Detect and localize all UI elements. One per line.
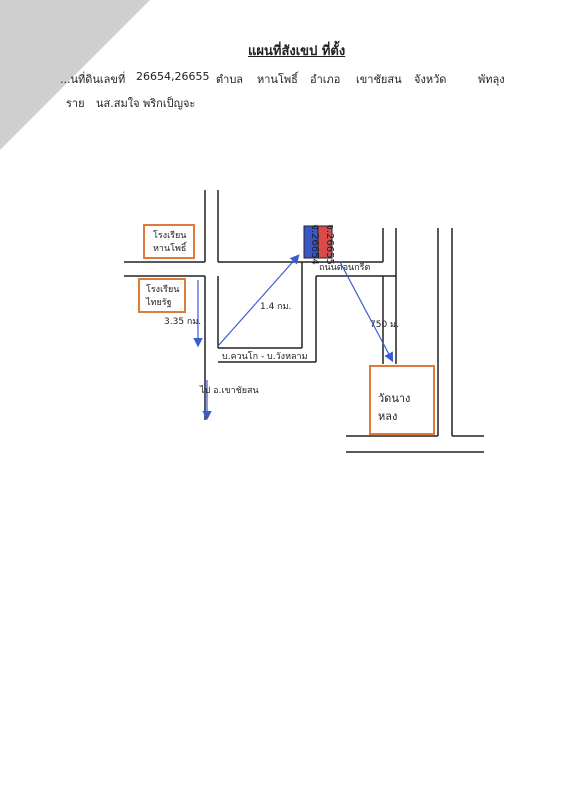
school-thairat-line-1: โรงเรียน	[146, 284, 179, 295]
district-label: อำเภอ	[310, 73, 341, 86]
page-title: แผนที่สังเขป ที่ตั้ง	[248, 44, 346, 59]
temple-line-2: หลง	[378, 410, 397, 423]
province-label: จังหวัด	[414, 73, 447, 86]
parcel-numbers: 26654,26655	[136, 70, 210, 83]
owner-label: ราย	[66, 97, 85, 110]
school-thairat-line-2: ไทยรัฐ	[145, 297, 172, 308]
temple-box	[369, 365, 435, 435]
main-road-label: ถนนดอนกรีต	[319, 262, 370, 273]
parcel-26654-label: จ.26654	[309, 224, 320, 265]
school-hanpho-box	[143, 224, 195, 259]
distance-to-temple: 750 ม.	[370, 320, 399, 330]
school-thairat-box	[138, 278, 186, 313]
parcel-label: ...นที่ดินเลขที่	[60, 73, 126, 86]
school-hanpho-line-1: โรงเรียน	[153, 230, 186, 241]
temple-line-1: วัดนาง	[378, 392, 410, 405]
subdistrict-label: ตำบล	[216, 73, 244, 86]
to-district-label: ไป อ.เขาชัยสน	[199, 385, 259, 396]
arrow-to-temple	[339, 261, 394, 363]
district-value: เขาชัยสน	[356, 73, 402, 86]
subdistrict-value: หานโพธิ์	[257, 73, 298, 86]
distance-vertical: 3.35 กม.	[164, 317, 201, 327]
distance-to-parcel: 1.4 กม.	[260, 302, 291, 312]
folded-corner	[0, 0, 150, 150]
province-value: พัทลุง	[478, 73, 505, 86]
road-lines	[124, 190, 484, 453]
school-hanpho-line-2: หานโพธิ์	[153, 241, 188, 254]
parcel-26655	[317, 225, 333, 259]
parcel-26655-label: จ.26655	[324, 224, 335, 265]
owner-name: นส.สมใจ พริกเป็ญจะ	[96, 97, 196, 110]
village-road-label: บ.ควนโก - บ.วังหลาม	[222, 351, 308, 362]
arrow-to-parcel	[217, 254, 300, 347]
